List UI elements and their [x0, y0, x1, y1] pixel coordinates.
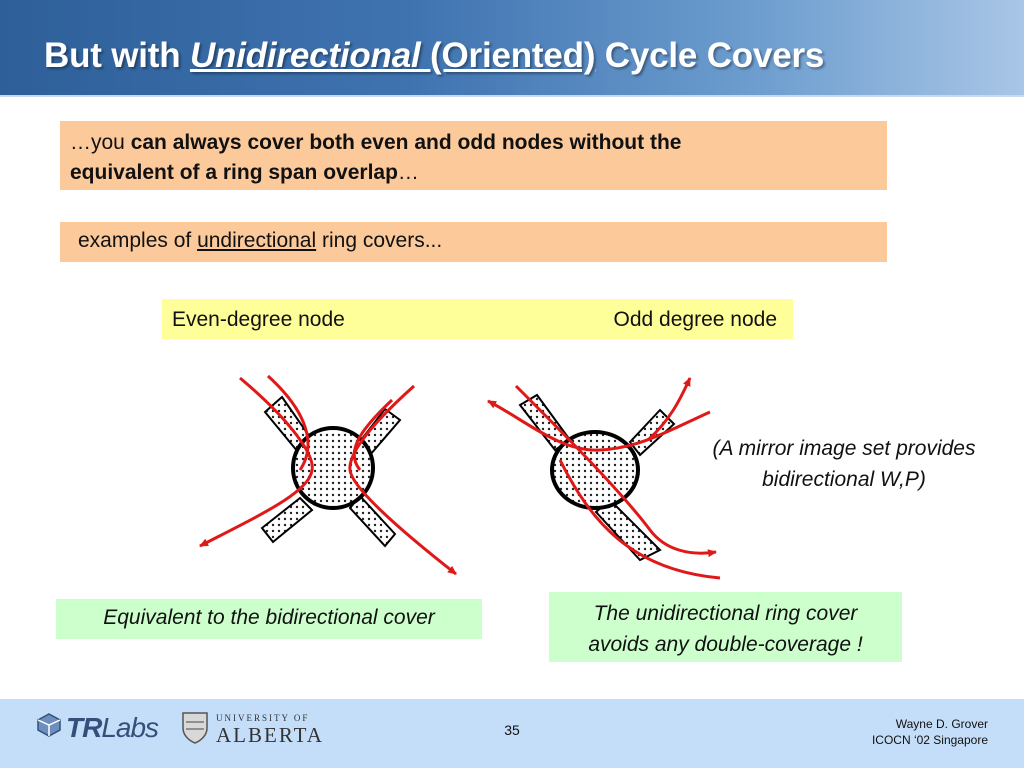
title-bar: But with Unidirectional (Oriented) Cycle… — [0, 0, 1024, 97]
slide-title: But with Unidirectional (Oriented) Cycle… — [44, 36, 824, 76]
odd-ring-4 — [558, 459, 721, 580]
ring-left — [199, 376, 314, 548]
caption-left: Equivalent to the bidirectional cover — [56, 599, 482, 639]
even-degree-node — [199, 374, 457, 576]
caption-left-text: Equivalent to the bidirectional cover — [103, 606, 435, 629]
odd-ring-2 — [487, 399, 711, 452]
university-logo: UNIVERSITY OF ALBERTA — [180, 710, 330, 750]
statement-box: …you can always cover both even and odd … — [60, 121, 887, 190]
caption-right-line-1: The unidirectional ring cover — [593, 602, 858, 625]
even-node-circle — [291, 426, 375, 510]
author-info: Wayne D. Grover ICOCN ‘02 Singapore — [872, 716, 988, 748]
ring-left-inner — [266, 374, 310, 471]
trlabs-labs: Labs — [101, 712, 159, 743]
footer-bar — [0, 699, 1024, 768]
odd-node-label: Odd degree node — [613, 308, 777, 331]
statement-bold-2: equivalent of a ring span overlap — [70, 161, 398, 184]
statement-lead: …you — [70, 131, 131, 154]
title-paren: (Oriented) — [430, 36, 596, 75]
title-pre: But with — [44, 36, 190, 75]
trlabs-wordmark: TRLabs — [66, 712, 159, 744]
node-labels-box: Even-degree node Odd degree node — [162, 299, 793, 339]
examples-box: examples of undirectional ring covers... — [60, 222, 887, 262]
trlabs-logo-icon — [37, 713, 61, 737]
mirror-note-line-2: bidirectional W,P) — [762, 468, 926, 491]
page-number: 35 — [504, 722, 520, 738]
odd-node-spans — [518, 393, 676, 562]
ring-right-inner — [352, 398, 394, 471]
odd-ring-3 — [646, 377, 692, 442]
event-name: ICOCN ‘02 Singapore — [871, 733, 988, 747]
trlabs-tr: TR — [66, 712, 102, 743]
odd-degree-node — [487, 377, 721, 580]
author-name: Wayne D. Grover — [895, 717, 988, 731]
caption-right-line-2: avoids any double-coverage ! — [588, 633, 863, 656]
mirror-note-line-1: (A mirror image set provides — [712, 437, 976, 460]
even-node-rings — [199, 374, 457, 576]
examples-post: ring covers... — [316, 229, 443, 252]
statement-bold-1: can always cover both even and odd nodes… — [130, 131, 682, 154]
university-crest-icon — [182, 712, 208, 744]
odd-ring-1 — [514, 384, 717, 558]
even-node-label: Even-degree node — [172, 308, 345, 331]
title-post: Cycle Covers — [595, 36, 825, 75]
trlabs-logo: TRLabs — [36, 712, 159, 743]
examples-pre: examples of — [78, 229, 198, 252]
caption-right: The unidirectional ring cover avoids any… — [549, 592, 902, 662]
ring-right — [348, 384, 457, 576]
title-emphasis: Unidirectional — [189, 36, 431, 75]
university-small-text: UNIVERSITY OF — [216, 713, 310, 723]
odd-node-rings — [487, 377, 721, 580]
statement-trail: … — [397, 161, 419, 184]
university-big-text: ALBERTA — [216, 723, 324, 747]
span-lower-left — [260, 496, 314, 544]
mirror-note: (A mirror image set provides bidirection… — [676, 433, 1012, 495]
odd-span-upper-right — [628, 408, 676, 457]
examples-link: undirectional — [197, 229, 317, 252]
